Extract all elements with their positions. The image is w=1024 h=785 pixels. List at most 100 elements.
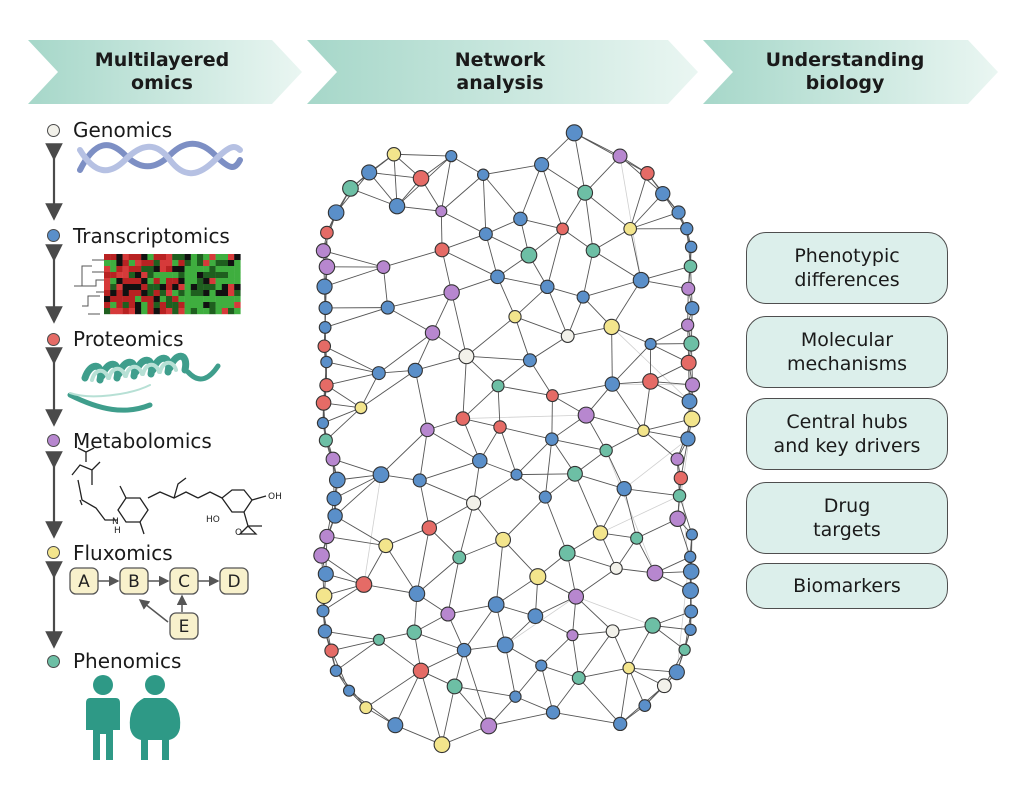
heatmap-cell [166,260,173,267]
banner-strip [28,40,998,104]
network-edge [419,480,474,504]
heatmap-cell [184,290,191,297]
network-node [673,470,689,486]
heatmap-cell [172,302,179,309]
network-node [684,550,697,563]
heatmap-cell [116,308,123,315]
network-edge [567,552,617,569]
heatmap-cell [110,254,117,261]
heatmap-cell [122,266,129,273]
network-node [317,624,333,639]
network-edge [600,488,625,534]
network-node [491,379,505,393]
network-node [616,481,632,497]
heatmap-cell [209,272,216,279]
network-node [640,165,655,181]
heatmap-cell [221,290,229,297]
network-node [493,420,507,434]
heatmap-cell [104,278,111,285]
heatmap-cell [141,266,148,273]
heatmap-cell [116,284,123,291]
network-node [527,608,544,625]
heatmap-cell [104,302,111,309]
heatmap-cell [197,284,204,291]
network-node [412,473,427,488]
omics-illustrations: OH HO N H O A B [45,140,282,760]
network-node [472,452,488,469]
heatmap-cell [110,308,117,315]
network-edge [441,249,498,278]
heatmap-cell [178,260,185,267]
network-edge [365,670,422,709]
network-edge [385,527,430,547]
network-node [318,258,336,276]
network-node [538,490,552,504]
network-node [655,185,671,202]
heatmap-cell [234,302,241,309]
network-node [317,565,334,583]
heatmap-cell [166,302,173,309]
network-node [320,225,334,240]
heatmap-cell [122,272,129,279]
heatmap-cell [221,278,229,285]
heatmap-cell [203,302,210,309]
network-node [522,353,537,368]
heatmap-cell [104,266,111,273]
network-edge [331,639,380,652]
network-edge [427,429,481,462]
heatmap-cell [104,284,111,291]
network-background-edge [600,495,680,534]
heatmap-cell [172,290,179,297]
network-node [480,717,498,735]
network-node [571,670,586,685]
network-edge [516,438,553,475]
network-node [668,664,685,681]
network-edge [447,557,460,615]
heatmap-cell [172,284,179,291]
network-node [684,604,699,619]
heatmap-cell [184,308,191,315]
genomics-label: Genomics [73,118,173,142]
network-edge [383,249,443,268]
network-edge [378,639,422,672]
network-background-edge [619,156,642,281]
heatmap-cell [122,296,129,303]
heatmap-cell [172,254,179,261]
heatmap-cell [203,266,210,273]
network-edge [540,634,573,666]
network-node [642,373,659,390]
network-edge [575,596,613,632]
phenomics-label: Phenomics [73,649,182,673]
network-node [315,243,331,259]
network-node [490,269,505,285]
network-edge [483,164,542,176]
heatmap-cell [190,290,198,297]
network-node [622,661,636,675]
network-edge [605,430,644,451]
heatmap-cell [221,272,229,279]
network-node [445,149,458,163]
network-node [604,376,621,392]
network-edge [419,460,480,481]
network-node [509,690,522,703]
network-edge [326,361,379,374]
heatmap-cell [135,266,142,273]
network-node [605,624,620,639]
flux-node-d: D [227,572,240,592]
network-node [567,465,583,482]
heatmap-cell [110,284,117,291]
network-edge [611,343,651,385]
network-node [672,488,687,503]
network-edge [325,307,388,328]
network-edge [416,527,430,594]
heatmap-cell [209,290,216,297]
network-node [684,623,697,636]
network-node [577,184,594,201]
heatmap-cell [178,302,185,309]
heatmap-cell [215,284,222,291]
flux-node-c: C [178,572,190,592]
heatmap-cell [116,266,123,273]
network-node [408,585,426,603]
heatmap-cell [215,266,222,273]
network-node [510,468,523,481]
